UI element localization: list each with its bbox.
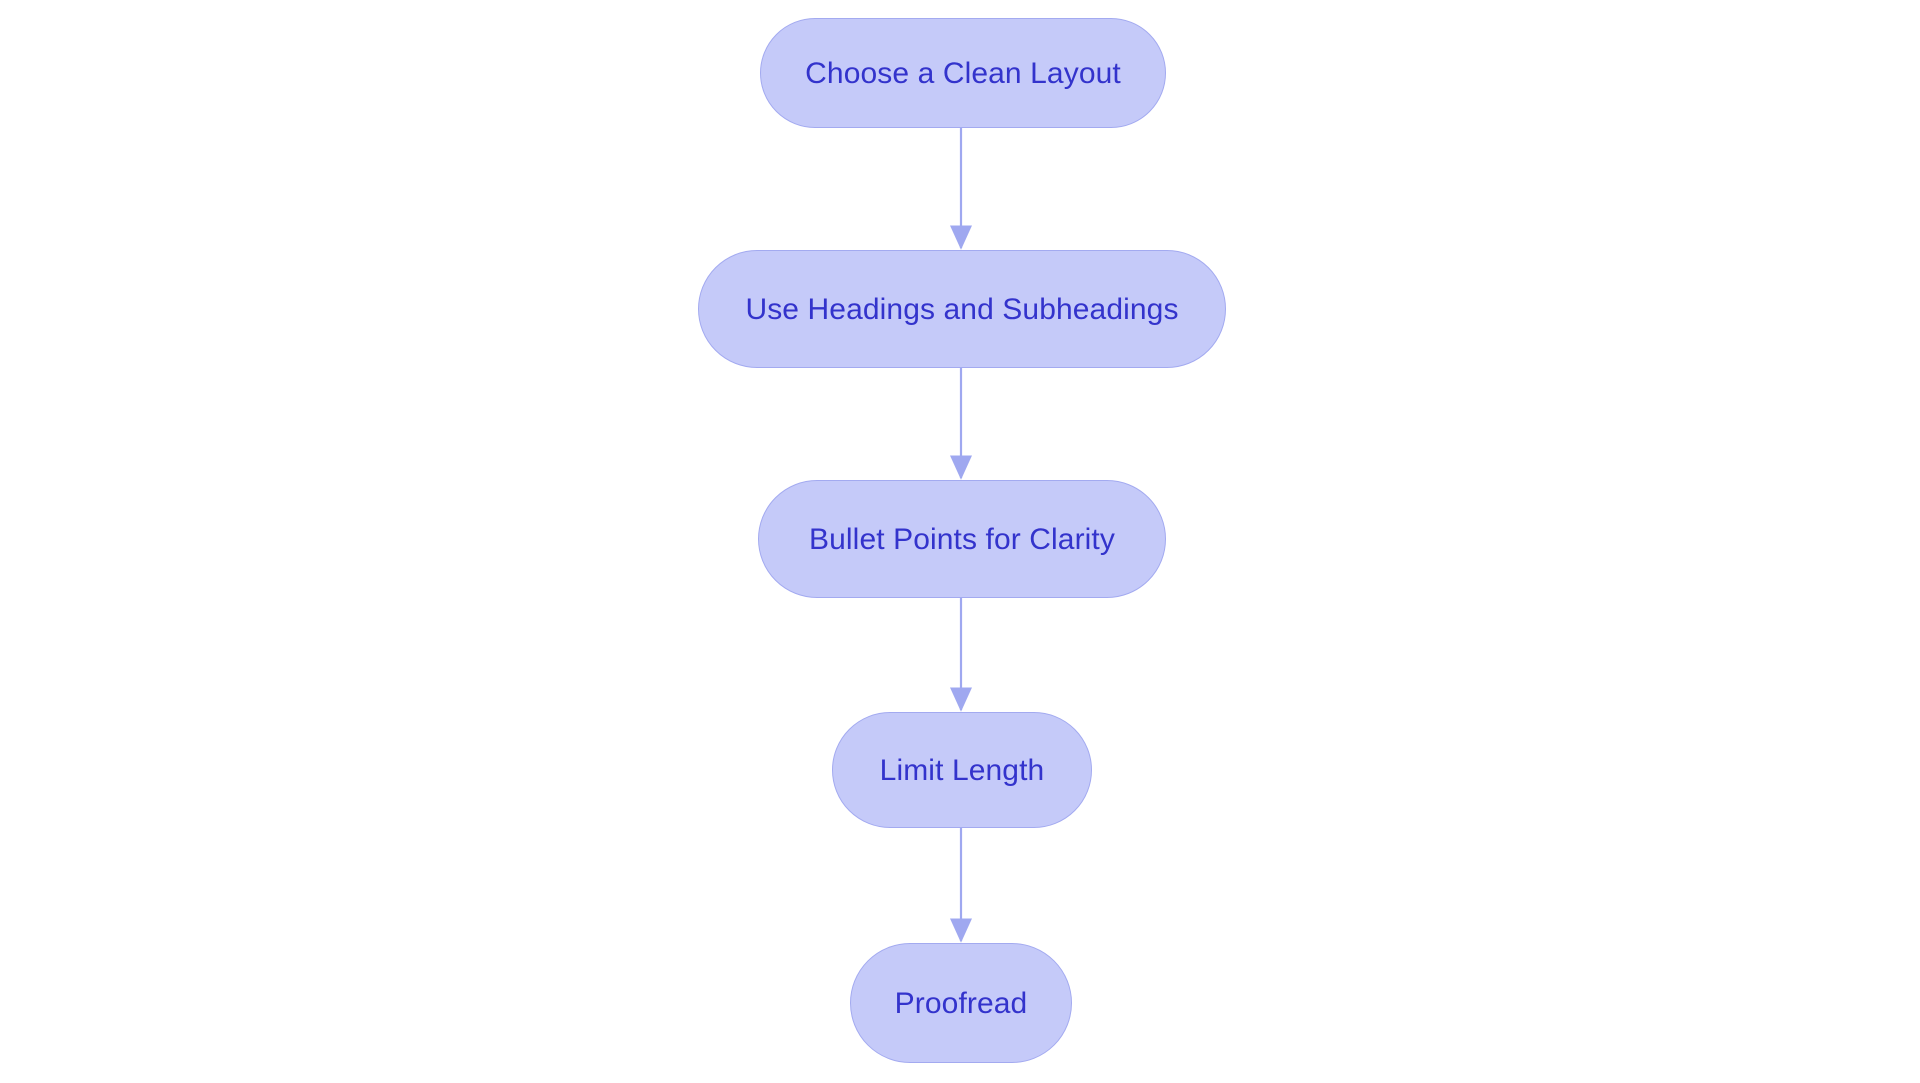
flowchart-node-use-headings-and-subheadings[interactable]: Use Headings and Subheadings — [698, 250, 1226, 368]
node-label: Choose a Clean Layout — [805, 56, 1121, 90]
flowchart-node-proofread[interactable]: Proofread — [850, 943, 1072, 1063]
flowchart-node-limit-length[interactable]: Limit Length — [832, 712, 1092, 828]
node-label: Bullet Points for Clarity — [809, 522, 1115, 556]
flowchart-node-choose-a-clean-layout[interactable]: Choose a Clean Layout — [760, 18, 1166, 128]
node-label: Use Headings and Subheadings — [745, 292, 1179, 326]
flowchart-node-bullet-points-for-clarity[interactable]: Bullet Points for Clarity — [758, 480, 1166, 598]
node-label: Proofread — [894, 986, 1028, 1020]
node-label: Limit Length — [879, 753, 1045, 787]
